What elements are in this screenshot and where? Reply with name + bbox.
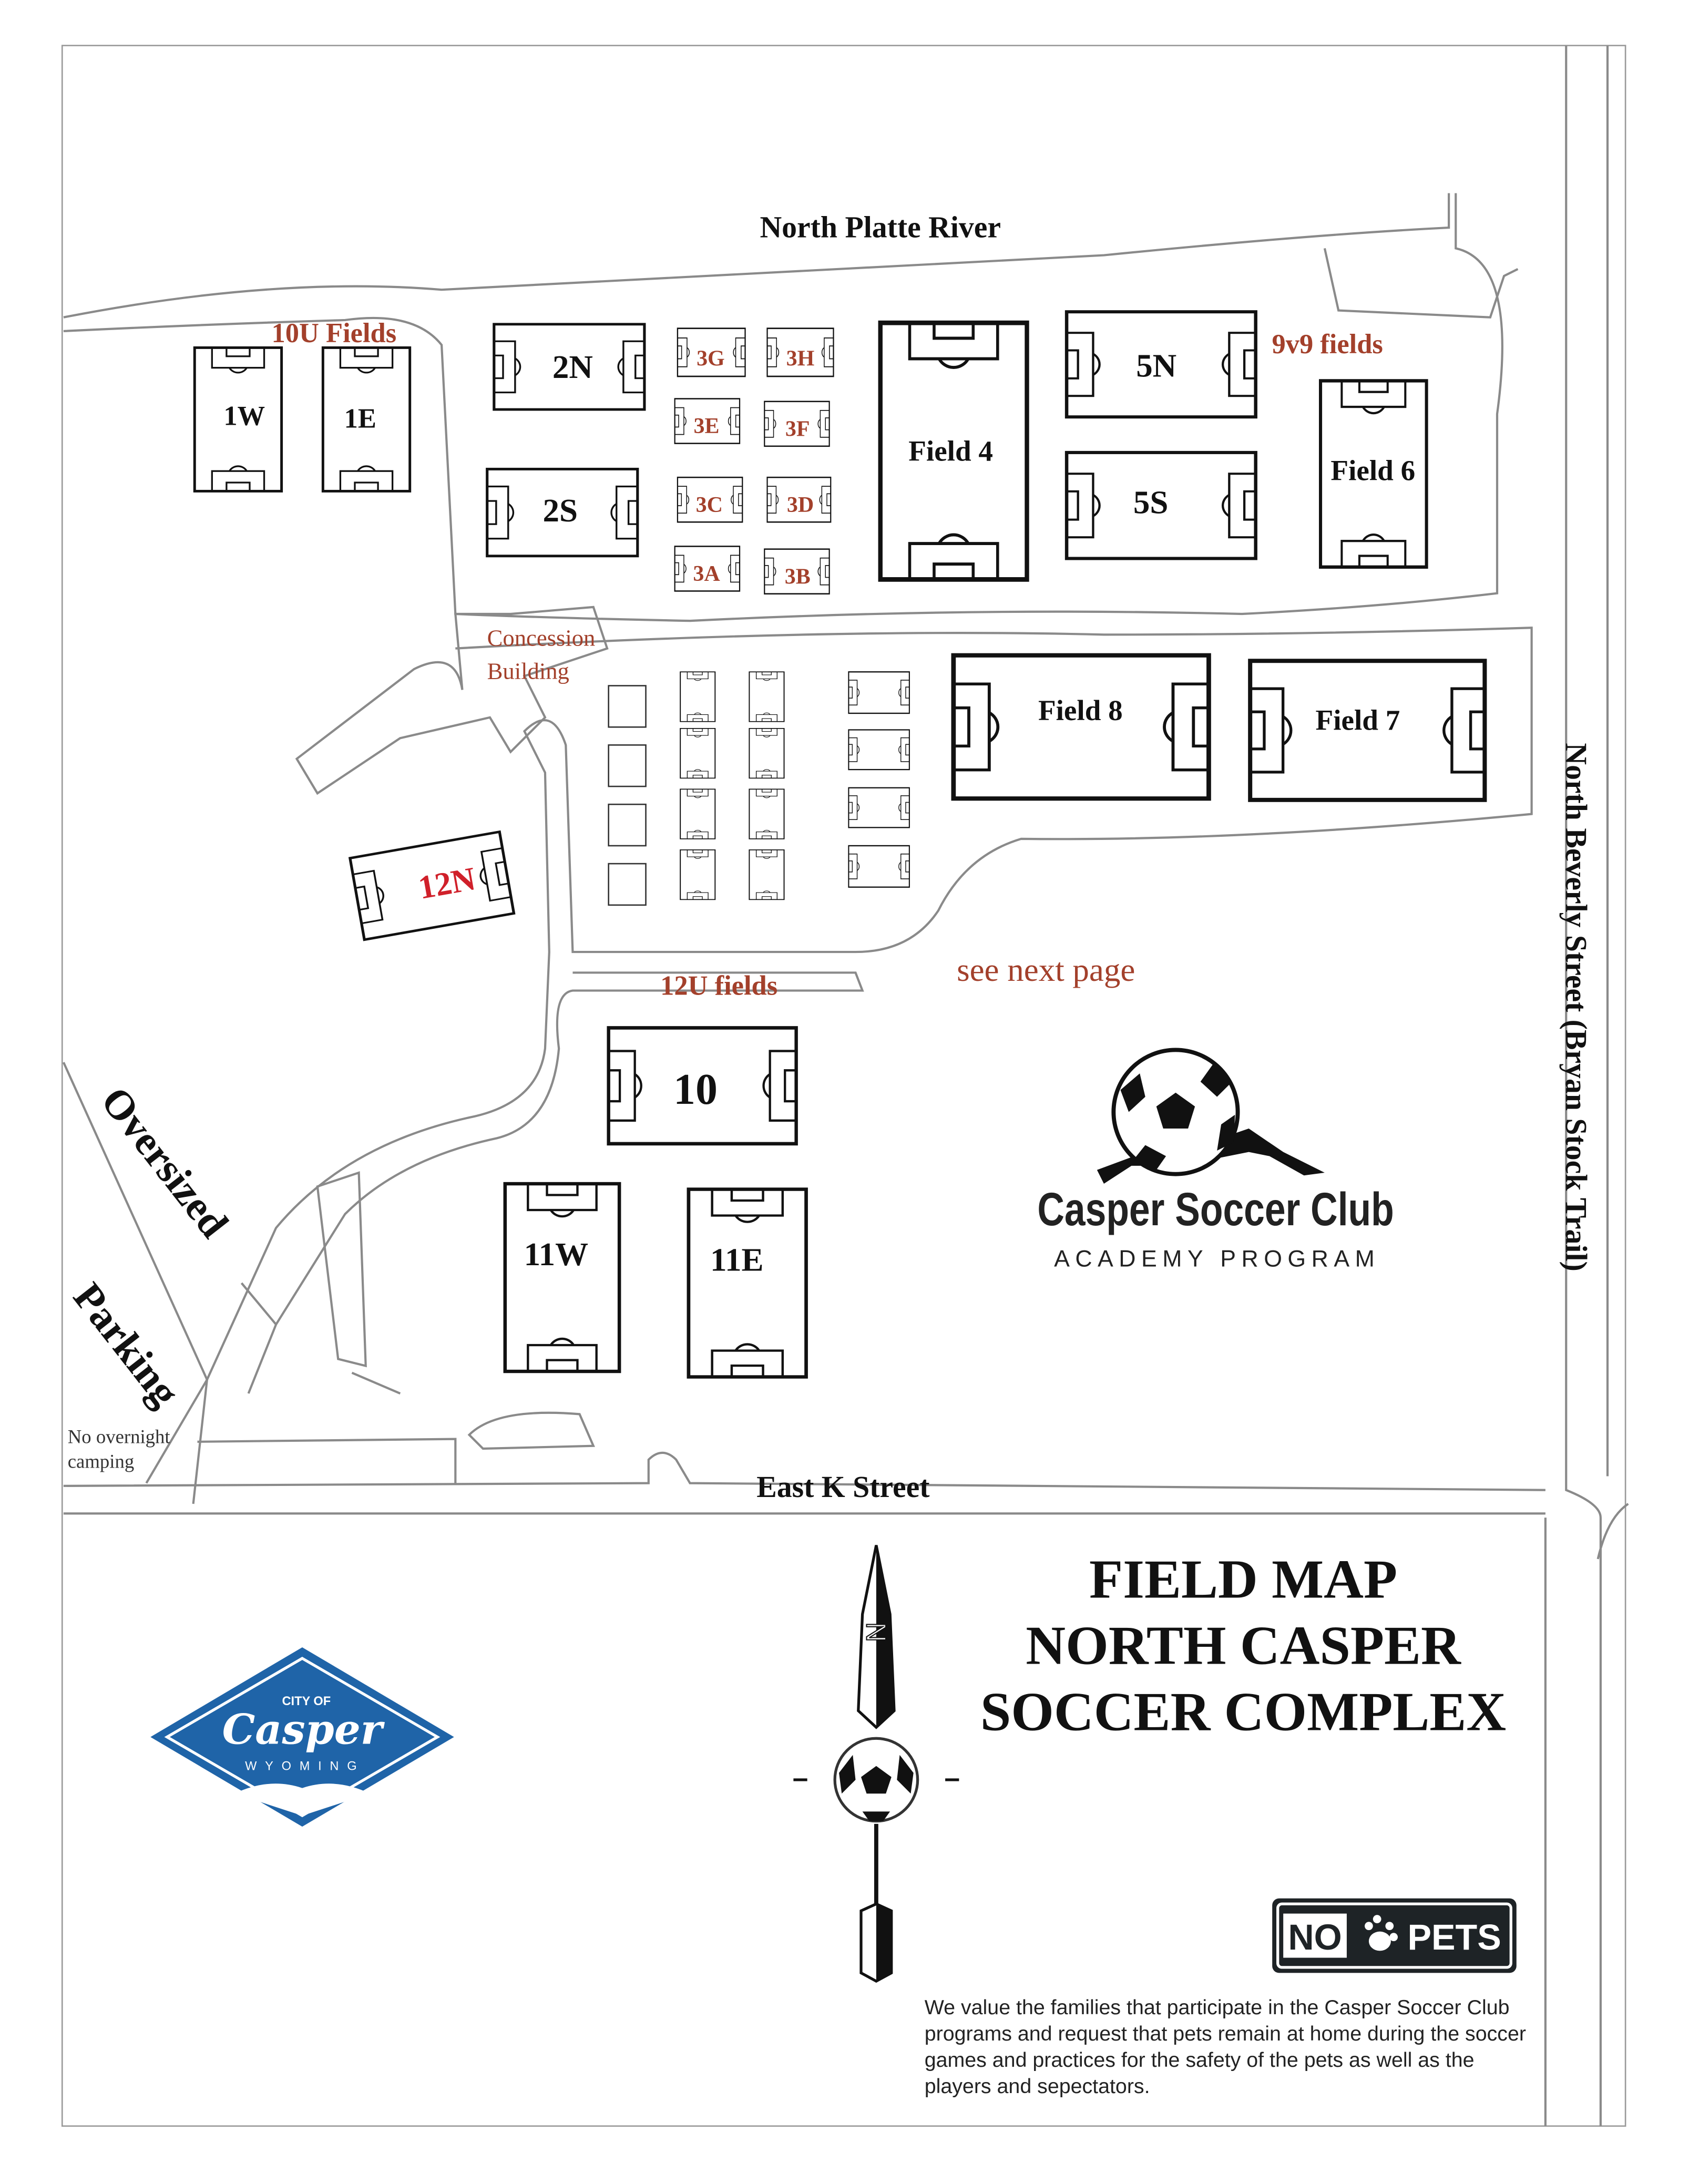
group-label-9v9: 9v9 fields	[1272, 329, 1383, 360]
field-label: 10	[673, 1065, 718, 1114]
field-3g[interactable]: 3G	[677, 327, 746, 377]
notice-line-2: programs and request that pets remain at…	[925, 2022, 1526, 2045]
field-label: 5N	[1136, 347, 1176, 384]
notice-line-1: We value the families that participate i…	[925, 1996, 1510, 2019]
compass-rose: N	[793, 1545, 959, 1983]
title-line-1: FIELD MAP	[1089, 1548, 1397, 1609]
field-label: 11E	[710, 1241, 764, 1278]
field-7[interactable]: Field 7	[1250, 661, 1485, 800]
field-3e[interactable]: 3E	[674, 398, 741, 444]
field-label: Field 4	[908, 435, 993, 467]
group-label-12u: 12U fields	[660, 970, 777, 1001]
camping-line-1: No overnight	[68, 1426, 170, 1448]
field-1e[interactable]: 1E	[323, 347, 410, 491]
field-3h[interactable]: 3H	[766, 327, 834, 377]
no-pets-sign: NO PETS	[1272, 1898, 1517, 1973]
field-3f[interactable]: 3F	[763, 401, 830, 447]
club-program: ACADEMY PROGRAM	[1054, 1246, 1380, 1272]
field-3c[interactable]: 3C	[677, 476, 743, 523]
group-label-10u: 10U Fields	[272, 318, 397, 348]
casper-soccer-club-logo: Casper Soccer Club ACADEMY PROGRAM	[1037, 1048, 1394, 1272]
pet-policy-notice: We value the families that participate i…	[925, 1996, 1532, 2098]
field-11e[interactable]: 11E	[689, 1190, 806, 1377]
notice-line-4: players and sepectators.	[925, 2075, 1150, 2098]
field-label: Field 7	[1316, 704, 1400, 736]
river-label: North Platte River	[760, 211, 1001, 244]
field-3b[interactable]: 3B	[763, 548, 830, 594]
city-of-casper-logo: CITY OF Casper WYOMING	[150, 1647, 454, 1827]
field-label: 3D	[787, 493, 814, 517]
club-name: Casper Soccer Club	[1037, 1183, 1394, 1235]
field-10[interactable]: 10	[609, 1028, 796, 1143]
roads	[62, 45, 1629, 2126]
field-label: 1E	[344, 404, 376, 434]
field-5s[interactable]: 5S	[1067, 453, 1256, 559]
field-label: 3G	[697, 347, 725, 371]
field-label: 1W	[223, 401, 265, 431]
title-line-3: SOCCER COMPLEX	[980, 1680, 1506, 1742]
city-logo-name: Casper	[222, 1705, 385, 1754]
field-2n[interactable]: 2N	[494, 324, 644, 409]
no-pets-no: NO	[1288, 1918, 1342, 1957]
page-title: FIELD MAP NORTH CASPER SOCCER COMPLEX	[980, 1548, 1506, 1742]
field-11w[interactable]: 11W	[505, 1184, 619, 1371]
concession-line-1: Concession	[487, 624, 596, 651]
field-3a[interactable]: 3A	[674, 546, 741, 592]
page-border	[61, 45, 1626, 2127]
field-label: 3B	[785, 565, 811, 589]
field-2s[interactable]: 2S	[487, 469, 638, 556]
compass-north-letter: N	[860, 1622, 891, 1642]
no-pets-pets: PETS	[1408, 1918, 1501, 1957]
field-12n[interactable]: 12N	[350, 832, 514, 939]
see-next-page-note: see next page	[957, 951, 1135, 988]
field-1w[interactable]: 1W	[195, 347, 281, 491]
field-8[interactable]: Field 8	[954, 655, 1209, 798]
no-camping-note: No overnight camping	[68, 1426, 175, 1472]
title-line-2: NORTH CASPER	[1026, 1614, 1461, 1676]
field-label: 2N	[552, 348, 593, 385]
field-label: 5S	[1133, 484, 1169, 520]
street-label-east-k: East K Street	[756, 1471, 929, 1504]
field-label: Field 8	[1038, 694, 1123, 726]
field-label: 3H	[786, 347, 815, 371]
field-5n[interactable]: 5N	[1067, 312, 1256, 417]
street-label-north-beverly: North Beverly Street (Bryan Stock Trail)	[1559, 743, 1592, 1271]
field-label: 3C	[696, 493, 723, 517]
field-label: 3F	[785, 417, 810, 441]
field-4[interactable]: Field 4	[881, 323, 1027, 579]
city-logo-top: CITY OF	[282, 1695, 331, 1708]
field-6[interactable]: Field 6	[1321, 381, 1427, 567]
field-label: Field 6	[1330, 454, 1415, 486]
concession-label: Concession Building	[487, 624, 601, 684]
notice-line-3: games and practices for the safety of th…	[925, 2048, 1475, 2072]
oversized-line-1: Oversized	[92, 1079, 237, 1246]
paw-print-icon	[1365, 1915, 1398, 1951]
field-label: 2S	[543, 492, 578, 529]
camping-line-2: camping	[68, 1451, 134, 1472]
field-label: 3A	[693, 562, 720, 586]
small-fields	[608, 671, 910, 906]
oversized-parking-label: Oversized Parking	[64, 1079, 237, 1415]
field-3d[interactable]: 3D	[766, 476, 832, 523]
city-logo-state: WYOMING	[245, 1760, 365, 1773]
field-label: 3E	[694, 414, 720, 438]
concession-line-2: Building	[487, 658, 569, 684]
field-label: 11W	[524, 1236, 589, 1273]
